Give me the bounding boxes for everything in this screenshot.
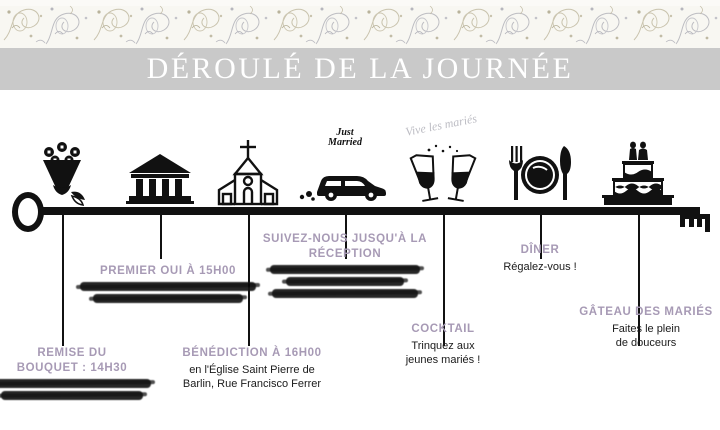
timeline-tick [638, 213, 640, 346]
timeline-bar [40, 207, 700, 215]
champagne-glasses-icon [409, 144, 477, 202]
timeline-tick [62, 213, 64, 346]
timeline-tick [443, 213, 445, 346]
floral-pattern-band [0, 0, 720, 48]
wedding-cake-icon [602, 141, 674, 205]
timeline-tick [345, 213, 347, 259]
event-icon-wedding-cake [602, 140, 674, 206]
event-heading: SUIVEZ-NOUS JUSQU'À LA RÉCEPTION [262, 233, 428, 260]
redacted-text-line [270, 265, 420, 274]
event-label-reception: SUIVEZ-NOUS JUSQU'À LA RÉCEPTION [250, 232, 440, 298]
event-heading: COCKTAIL [411, 323, 475, 335]
redacted-text-line [272, 289, 418, 298]
event-icon-town-hall [126, 140, 194, 206]
timeline-tick [248, 213, 250, 346]
event-icon-champagne: Vive les mariés [404, 111, 478, 206]
event-label-dinner: DÎNER Régalez-vous ! [445, 243, 635, 274]
redacted-text-line [286, 277, 404, 286]
bouquet-icon [43, 142, 85, 206]
redacted-text-line [1, 391, 143, 400]
event-subtitle: en l'Église Saint Pierre de Barlin, Rue … [182, 364, 322, 390]
event-icon-bouquet [43, 140, 85, 206]
event-subtitle: Trinquez aux jeunes mariés ! [405, 340, 481, 366]
floral-pattern-graphic [0, 0, 720, 48]
timeline-tick [540, 213, 542, 259]
redacted-text-line [93, 294, 243, 303]
event-heading: PREMIER OUI À 15H00 [99, 265, 237, 277]
event-subtitle: Faites le plein de douceurs [612, 323, 680, 349]
event-heading: REMISE DU BOUQUET : 14H30 [16, 347, 128, 374]
event-label-cake: GÂTEAU DES MARIÉS Faites le plein de dou… [551, 305, 720, 350]
event-subtitle: Régalez-vous ! [503, 261, 577, 273]
page-title: DÉROULÉ DE LA JOURNÉE [146, 52, 574, 85]
title-banner [0, 48, 720, 90]
redacted-text-line [80, 282, 256, 291]
key-teeth-icon [680, 214, 710, 232]
just-married-sign: Just Married [328, 127, 362, 148]
event-heading: BÉNÉDICTION À 16H00 [182, 347, 322, 359]
event-label-town-hall: PREMIER OUI À 15H00 [73, 264, 263, 303]
event-icon-wedding-car: Just Married [299, 128, 386, 206]
event-icon-church [217, 140, 279, 206]
redacted-text-line [0, 379, 151, 388]
town-hall-icon [126, 154, 194, 204]
event-heading: DÎNER [520, 244, 560, 256]
event-label-cocktail: COCKTAIL Trinquez aux jeunes mariés ! [348, 322, 538, 367]
event-icon-dinner [509, 140, 571, 206]
event-label-church: BÉNÉDICTION À 16H00 en l'Église Saint Pi… [147, 346, 357, 391]
dinner-plate-icon [509, 146, 571, 200]
toast-script-text: Vive les mariés [404, 111, 478, 139]
event-heading: GÂTEAU DES MARIÉS [579, 306, 713, 318]
timeline-tick [160, 213, 162, 259]
wedding-car-icon [299, 176, 386, 201]
church-icon [217, 140, 279, 206]
event-label-bouquet: REMISE DU BOUQUET : 14H30 [0, 346, 167, 400]
